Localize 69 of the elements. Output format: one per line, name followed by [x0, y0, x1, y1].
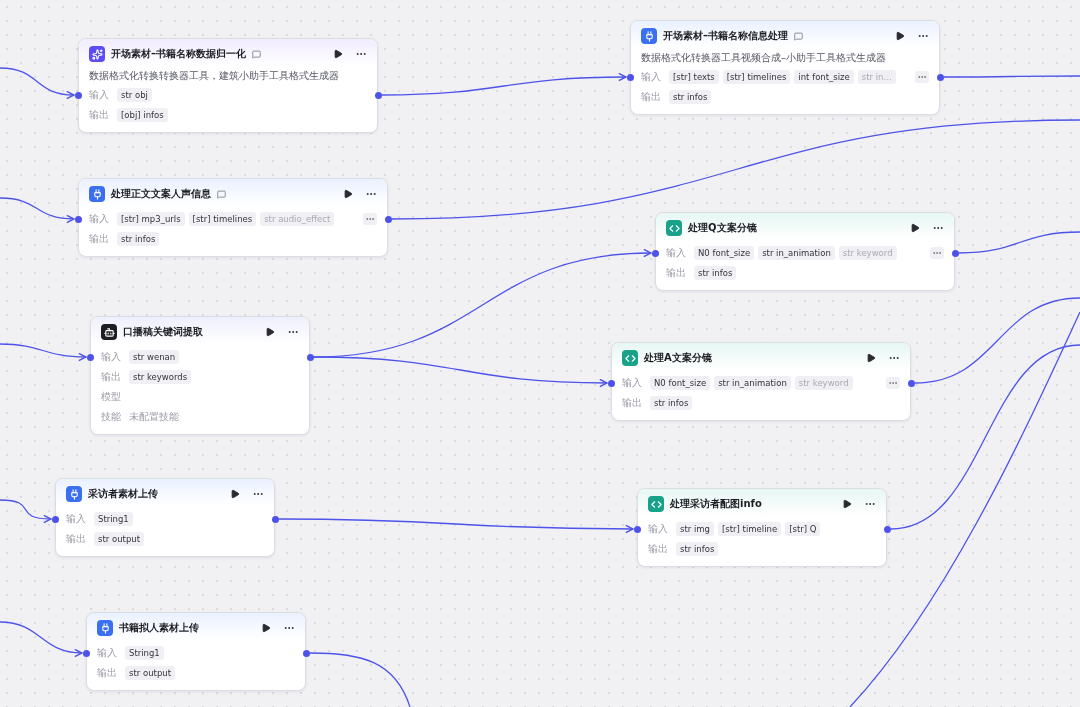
- parameter-tag: str img: [676, 522, 714, 536]
- parameter-tag: [obj] infos: [117, 108, 168, 122]
- row-label: 输出: [89, 108, 110, 122]
- row-label: 输入: [89, 212, 110, 226]
- row-label: 输出: [641, 90, 662, 104]
- parameter-tag: [str] timelines: [722, 70, 791, 84]
- parameter-tag: str in_animation: [714, 376, 791, 390]
- parameter-tag: str keywords: [129, 370, 192, 384]
- row-label: 输出: [648, 542, 669, 556]
- row-label: 输出: [89, 232, 110, 246]
- parameter-tag: str infos: [650, 396, 693, 410]
- parameter-tag: str in…: [857, 70, 896, 84]
- row-label: 输出: [622, 396, 643, 410]
- parameter-tag: [str] timelines: [188, 212, 257, 226]
- parameter-tag: [str] Q: [785, 522, 821, 536]
- node-title: 采访者素材上传: [88, 487, 158, 501]
- connector-arrow: [381, 72, 627, 96]
- row-label: 输入: [66, 512, 87, 526]
- row-label: 输入: [641, 70, 662, 84]
- row-value: 未配置技能: [129, 410, 179, 424]
- parameter-tag: str output: [125, 666, 175, 680]
- parameter-tag: String1: [94, 512, 133, 526]
- connector-arrow: [0, 343, 87, 362]
- connector-arrow: [0, 499, 52, 523]
- node-title: 书籍拟人素材上传: [119, 621, 199, 635]
- parameter-tag: N0 font_size: [694, 246, 755, 260]
- parameter-tag: str obj: [117, 88, 152, 102]
- connector-arrow: [0, 197, 75, 223]
- node-description: 数据格式化转换器工具视频合成–小助手工具格式生成器: [641, 51, 887, 64]
- node-title: 处理A文案分镜: [644, 351, 712, 365]
- row-label: 技能: [101, 410, 122, 424]
- row-label: 输入: [666, 246, 687, 260]
- connector-arrow: [313, 356, 608, 388]
- parameter-tag: N0 font_size: [650, 376, 711, 390]
- parameter-tag: String1: [125, 646, 164, 660]
- node-title: 处理采访者配图info: [670, 497, 762, 511]
- node-title: 开场素材–书籍名称数据归一化: [111, 47, 246, 61]
- row-label: 输入: [97, 646, 118, 660]
- node-title: 开场素材–书籍名称信息处理: [663, 29, 788, 43]
- row-label: 输入: [622, 376, 643, 390]
- parameter-tag: str infos: [669, 90, 712, 104]
- parameter-tag: str in_animation: [758, 246, 835, 260]
- parameter-tag: str infos: [117, 232, 160, 246]
- node-title: 处理正文文案人声信息: [111, 187, 211, 201]
- row-label: 输出: [66, 532, 87, 546]
- row-label: 输出: [97, 666, 118, 680]
- row-label: 输出: [666, 266, 687, 280]
- connector-arrow: [278, 518, 634, 534]
- node-title: 处理Q文案分镜: [688, 221, 757, 235]
- parameter-tag: [str] mp3_urls: [117, 212, 185, 226]
- parameter-tag: str keyword: [794, 376, 853, 390]
- row-label: 输入: [101, 350, 122, 364]
- connector-arrow: [0, 621, 83, 657]
- parameter-tag: str keyword: [838, 246, 897, 260]
- parameter-tag: str output: [94, 532, 144, 546]
- parameter-tag: [str] texts: [669, 70, 719, 84]
- node-description: 数据格式化转换转换器工具，建筑小助手工具格式生成器: [89, 69, 340, 82]
- parameter-tag: str wenan: [129, 350, 180, 364]
- row-label: 输入: [648, 522, 669, 536]
- node-title: 口播稿关键词提取: [123, 325, 203, 339]
- parameter-tag: int font_size: [794, 70, 854, 84]
- row-label: 模型: [101, 390, 122, 404]
- parameter-tag: str audio_effect: [260, 212, 335, 226]
- row-label: 输入: [89, 88, 110, 102]
- parameter-tag: str infos: [694, 266, 737, 280]
- parameter-tag: str infos: [676, 542, 719, 556]
- row-label: 输出: [101, 370, 122, 384]
- parameter-tag: [str] timeline: [718, 522, 782, 536]
- connector-arrow: [0, 67, 75, 99]
